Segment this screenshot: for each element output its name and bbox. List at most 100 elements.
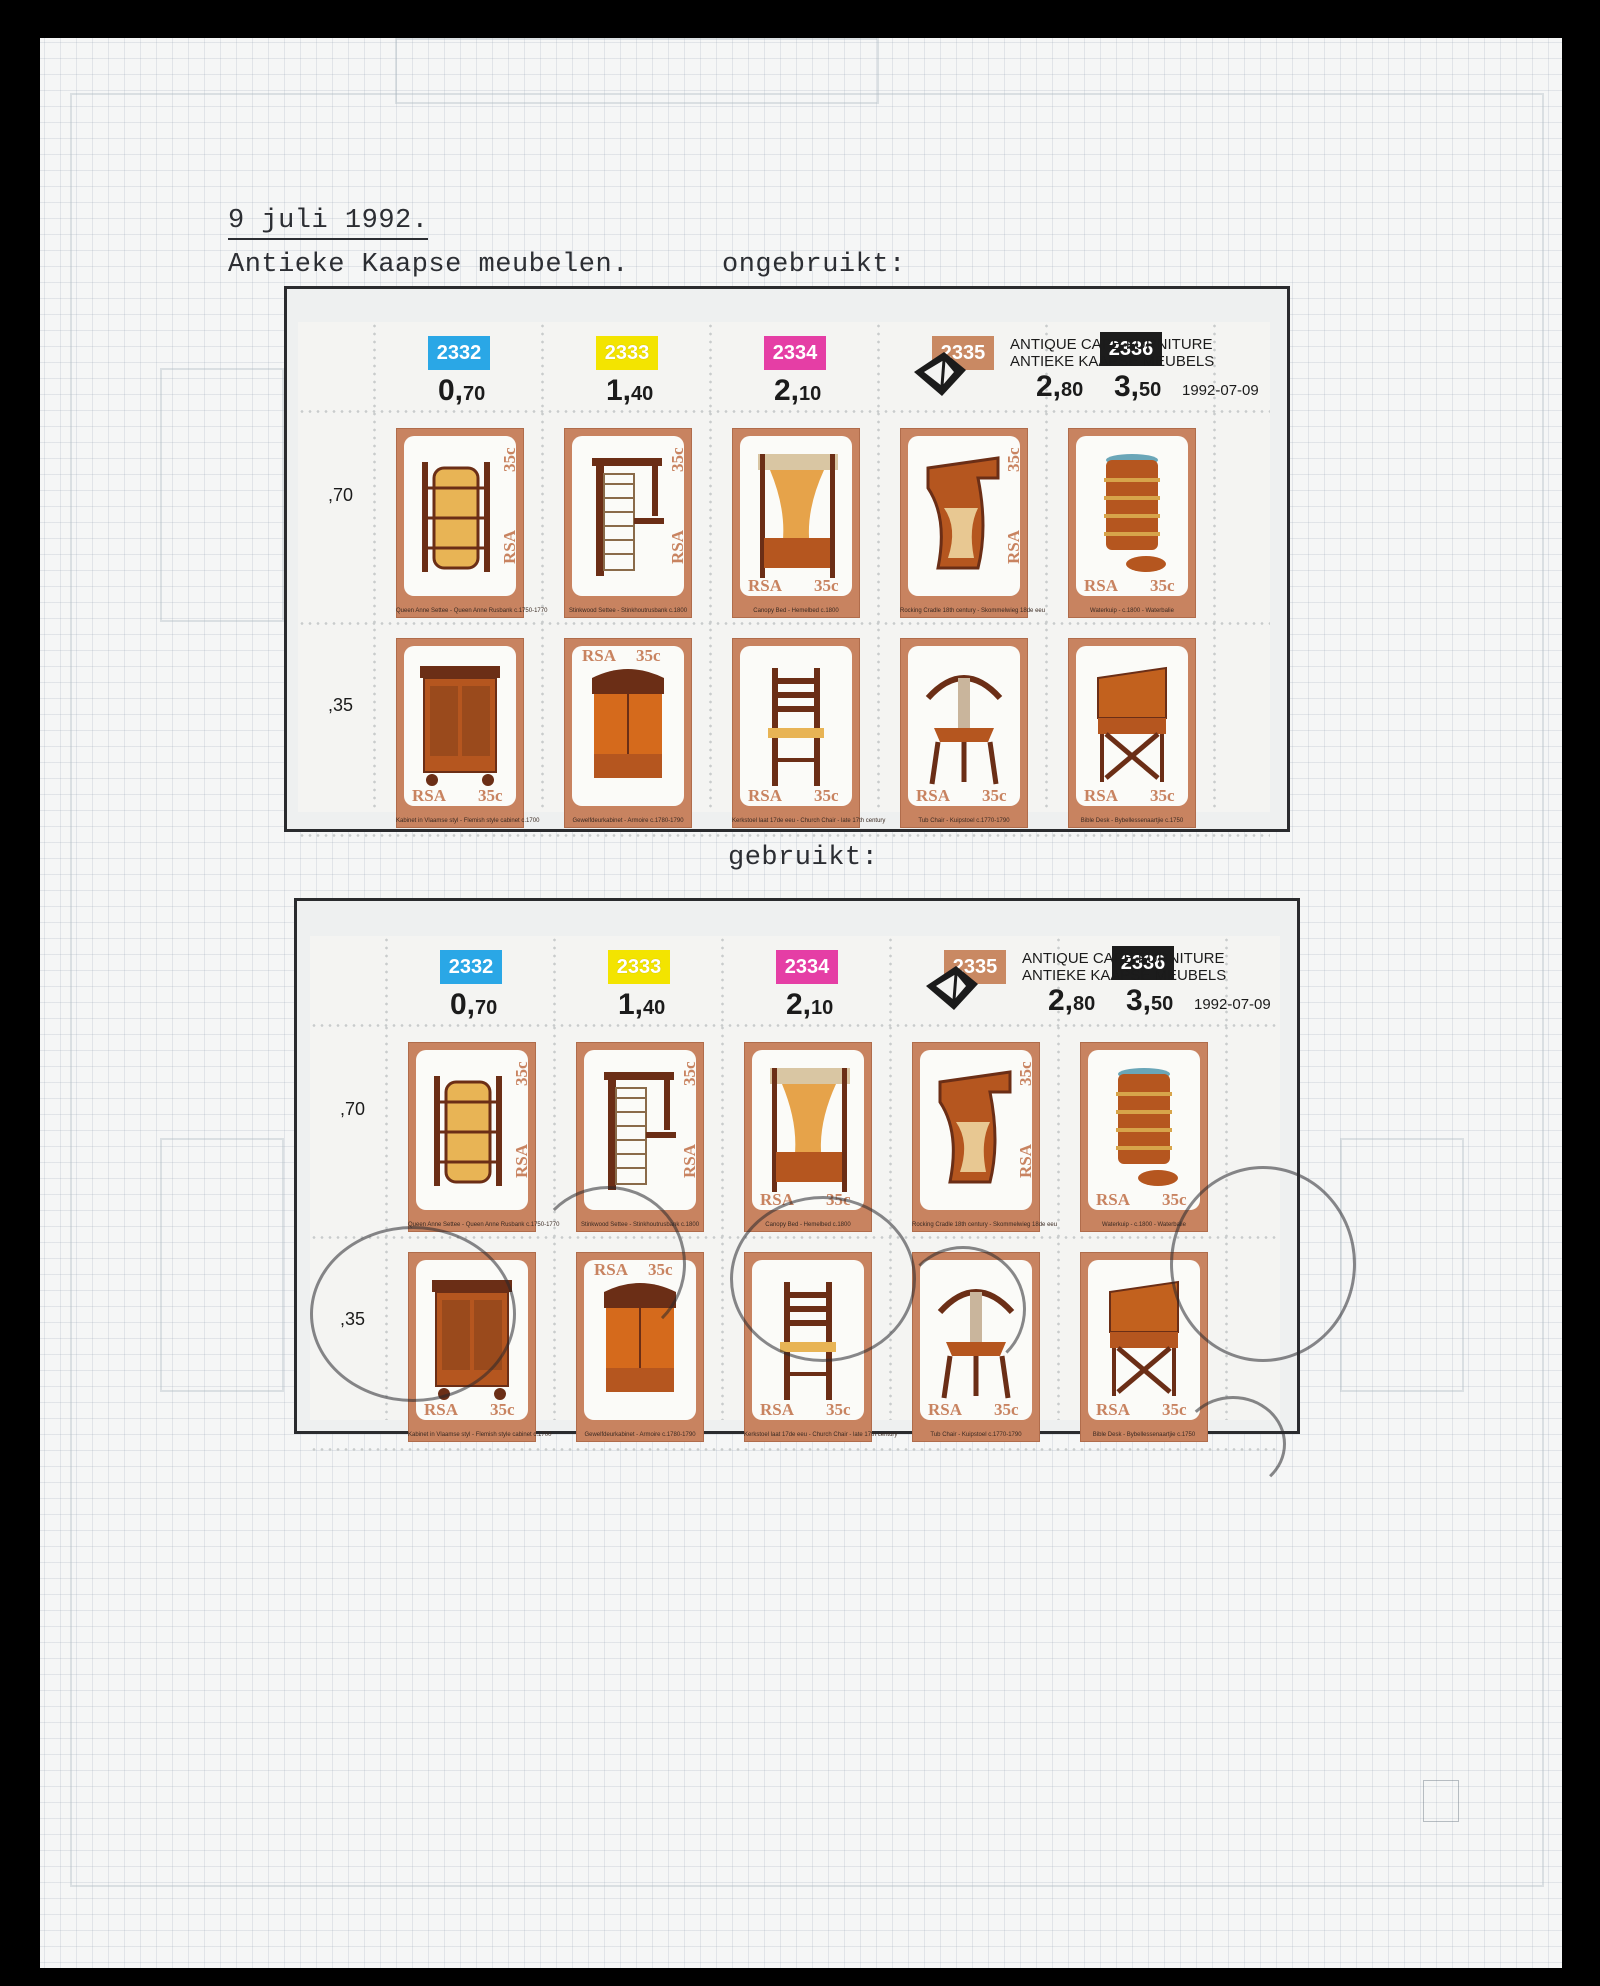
postmark-cancellation (530, 1186, 686, 1342)
perforation-column (1045, 322, 1048, 812)
furniture-illustration (592, 458, 664, 576)
stamp-value: 35c (814, 576, 839, 595)
stamp-caption: Kerkstoel laat 17de eeu - Church Chair -… (732, 818, 886, 824)
stamp-cradle: RSA 35c Rocking Cradle 18th century - Sk… (912, 1042, 1057, 1232)
sheet-title-afrikaans: ANTIEKE KAAPSE MEUBELS (1010, 353, 1215, 370)
perforation-column (709, 322, 712, 812)
perforation-row (298, 622, 1270, 625)
stamp-value: 35c (982, 786, 1007, 805)
stamp-chair: RSA 35c Kerkstoel laat 17de eeu - Church… (732, 638, 886, 828)
stamp-bench: RSA 35c Stinkwood Settee - Stinkhoutrusb… (564, 428, 692, 618)
stamp-value: 35c (478, 786, 503, 805)
stamp-image-area (404, 646, 516, 806)
postmark-cancellation (900, 1246, 1026, 1372)
stamp-country: RSA (1096, 1190, 1131, 1209)
ghost-frame (395, 38, 879, 104)
margin-price: 1,40 (606, 374, 654, 407)
furniture-illustration (592, 669, 664, 778)
stamp-country: RSA (916, 786, 951, 805)
stamp-armoire: RSA 35c Gewelfdeurkabinet - Armoire c.17… (564, 638, 692, 828)
stamp-value: 35c (680, 1061, 699, 1086)
stamp-image-area (740, 646, 852, 806)
stamp-caption: Kerkstoel laat 17de eeu - Church Chair -… (744, 1432, 898, 1438)
stamp-value: 35c (1004, 447, 1023, 472)
furniture-illustration (422, 462, 490, 572)
control-number-2336: 2336 (1112, 946, 1174, 980)
stamp-country: RSA (680, 1143, 699, 1178)
furniture-illustration (925, 675, 1003, 785)
perforation-row (310, 1024, 1280, 1027)
stamp-country: RSA (1004, 529, 1023, 564)
stamp-country: RSA (1016, 1143, 1035, 1178)
stamp-image-area (404, 436, 516, 596)
furniture-illustration (926, 456, 1000, 570)
control-number-2333: 2333 (596, 336, 658, 370)
furniture-illustration (420, 666, 500, 786)
post-office-logo-icon (926, 966, 978, 1010)
stamp-country: RSA (500, 529, 519, 564)
ghost-frame (160, 368, 284, 622)
furniture-illustration (768, 668, 824, 786)
stamp-country: RSA (760, 1400, 795, 1419)
stamp-value: 35c (1162, 1190, 1187, 1209)
perforation-column (385, 936, 388, 1420)
used-label: gebruikt: (728, 843, 879, 873)
stamp-caption: Gewelfdeurkabinet - Armoire c.1780-1790 (584, 1432, 696, 1438)
sheet-title-afrikaans: ANTIEKE KAAPSE MEUBELS (1022, 967, 1227, 984)
stamp-caption: Waterkuip - c.1800 - Waterbalie (1090, 608, 1174, 614)
stamp-tub: RSA 35c Waterkuip - c.1800 - Waterbalie (1068, 428, 1196, 618)
stamp-value: 35c (1016, 1061, 1035, 1086)
margin-price: 2,10 (774, 374, 822, 407)
stamp-bed: RSA 35c Canopy Bed - Hemelbed c.1800 (732, 428, 860, 618)
issue-date-heading: 9 juli 1992. (228, 206, 429, 240)
stamp-image-area (584, 1050, 696, 1210)
stamp-caption: Canopy Bed - Hemelbed c.1800 (753, 608, 839, 614)
stamp-caption: Tub Chair - Kuipstoel c.1770-1790 (918, 818, 1010, 824)
stamp-caption: Gewelfdeurkabinet - Armoire c.1780-1790 (572, 818, 684, 824)
perforation-column (373, 322, 376, 812)
postmark-cancellation (730, 1196, 916, 1362)
stamp-image-area (572, 646, 684, 806)
margin-price: 0,70 (438, 374, 486, 407)
album-page: 9 juli 1992. Antieke Kaapse meubelen. on… (40, 38, 1562, 1968)
perforation-row (298, 834, 1270, 837)
stamp-caption: Waterkuip - c.1800 - Waterbalie (1102, 1222, 1186, 1228)
margin-price: 2,10 (786, 988, 834, 1021)
perforation-row (310, 1448, 1280, 1451)
stamp-value: 35c (814, 786, 839, 805)
stamp-bench: RSA 35c Stinkwood Settee - Stinkhoutrusb… (576, 1042, 704, 1232)
stamp-country: RSA (1084, 786, 1119, 805)
stamp-image-area (752, 1050, 864, 1210)
sheet-title-english: ANTIQUE CAPE FURNITURE (1022, 950, 1225, 967)
ghost-frame (1340, 1138, 1464, 1392)
perforation-column (721, 936, 724, 1420)
stamp-country: RSA (668, 529, 687, 564)
stamp-country: RSA (748, 576, 783, 595)
stamp-caption: Tub Chair - Kuipstoel c.1770-1790 (930, 1432, 1022, 1438)
corner-mark (1423, 1780, 1459, 1822)
perforation-column (553, 936, 556, 1420)
stamp-caption: Bible Desk - Bybellessenaartjie c.1750 (1092, 1432, 1196, 1438)
stamp-image-area (416, 1050, 528, 1210)
ghost-frame (160, 1138, 284, 1392)
stamp-value: 35c (512, 1061, 531, 1086)
margin-price: 3,50 (1126, 984, 1174, 1017)
stamp-image-area (1088, 1260, 1200, 1420)
margin-price: 1,40 (618, 988, 666, 1021)
stamp-country: RSA (1084, 576, 1119, 595)
stamp-caption: Kabinet in Vlaamse styl - Flemish style … (396, 818, 540, 824)
stamp-image-area (1076, 436, 1188, 596)
ghost-frame (70, 93, 1544, 1887)
margin-price: 2,80 (1036, 370, 1084, 403)
row-value-label: ,70 (328, 485, 354, 505)
furniture-illustration (758, 454, 838, 578)
stamp-value: 35c (668, 447, 687, 472)
furniture-illustration (604, 1072, 676, 1190)
perforation-column (1057, 936, 1060, 1420)
perforation-row (298, 410, 1270, 413)
stamp-country: RSA (748, 786, 783, 805)
stamp-value: 35c (994, 1400, 1019, 1419)
stamp-country: RSA (424, 1400, 459, 1419)
stamp-image-area (920, 1050, 1032, 1210)
control-number-2334: 2334 (776, 950, 838, 984)
